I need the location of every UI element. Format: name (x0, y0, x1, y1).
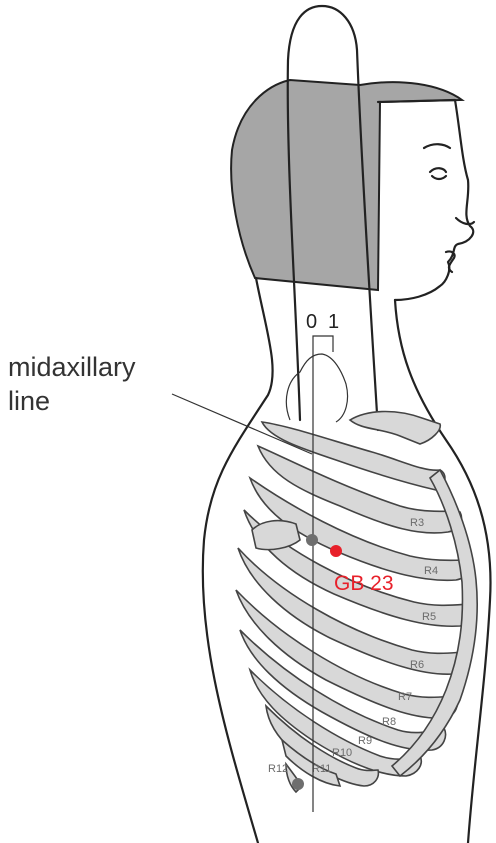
rib-label: R10 (332, 747, 352, 759)
rib-cage (236, 412, 477, 793)
reference-point-upper (306, 534, 318, 546)
rib-label: R8 (382, 716, 396, 728)
hair (231, 80, 462, 290)
callout-label-line1: midaxillary (8, 352, 136, 382)
rib-label: R5 (422, 611, 436, 623)
rib-label: R6 (410, 659, 424, 671)
reference-point-lower (292, 778, 304, 790)
rib-label: R4 (424, 565, 438, 577)
scapula (252, 521, 300, 550)
nose-icon (456, 218, 474, 224)
eye-icon (424, 144, 450, 179)
rib-label: R9 (358, 735, 372, 747)
rib-label: R12 (268, 763, 288, 775)
callout-leader (172, 394, 312, 454)
face-profile (378, 100, 473, 300)
acupoint-gb23-label: GB 23 (334, 572, 394, 595)
rib-label: R3 (410, 517, 424, 529)
scale-bracket-line (313, 336, 333, 352)
rib-label: R11 (312, 763, 331, 775)
shoulder-joint (286, 354, 347, 422)
scale-zero-label: 0 (306, 311, 317, 333)
rib-r1 (350, 412, 440, 445)
callout-label-line2: line (8, 386, 50, 416)
scale-bracket: 0 1 (306, 311, 339, 352)
scale-one-label: 1 (328, 311, 339, 333)
back-outline (203, 278, 273, 843)
rib-label: R7 (398, 691, 412, 703)
acupoint-gb23-marker (330, 545, 342, 557)
